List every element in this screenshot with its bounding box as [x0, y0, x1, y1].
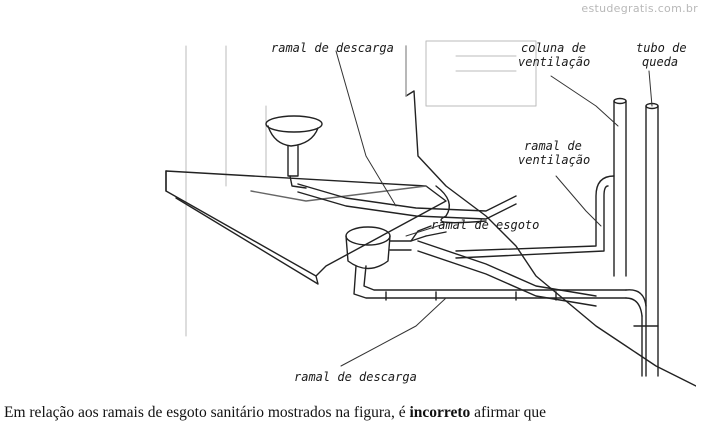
question-emphasis: incorreto: [409, 404, 471, 421]
label-ramal-ventilacao-1: ramal de: [524, 139, 582, 153]
label-tubo-queda-1: tubo de: [636, 41, 687, 55]
label-ramal-descarga-bottom: ramal de descarga: [294, 370, 417, 384]
question-stem: Em relação aos ramais de esgoto sanitári…: [4, 404, 546, 422]
vent-column: [613, 100, 627, 277]
floor-drain: [345, 226, 391, 246]
wall-edge: [405, 90, 696, 387]
site-watermark: estudegratis.com.br: [581, 2, 698, 15]
plumbing-figure: ramal de descarga coluna de ventilação t…: [156, 36, 696, 396]
label-coluna-ventilacao-1: coluna de: [521, 41, 586, 55]
label-ramal-ventilacao-2: ventilação: [518, 153, 590, 167]
drop-pipe: [645, 105, 659, 377]
label-coluna-ventilacao-2: ventilação: [518, 55, 590, 69]
label-ramal-descarga-top: ramal de descarga: [271, 41, 394, 55]
label-ramal-esgoto: ramal de esgoto: [431, 218, 539, 232]
question-prefix: Em relação aos ramais de esgoto sanitári…: [4, 404, 410, 421]
label-tubo-queda-2: queda: [642, 55, 678, 69]
lavatory-basin: [265, 115, 323, 133]
question-suffix: afirmar que: [470, 404, 547, 421]
plumbing-diagram: ramal de descarga coluna de ventilação t…: [165, 40, 696, 387]
